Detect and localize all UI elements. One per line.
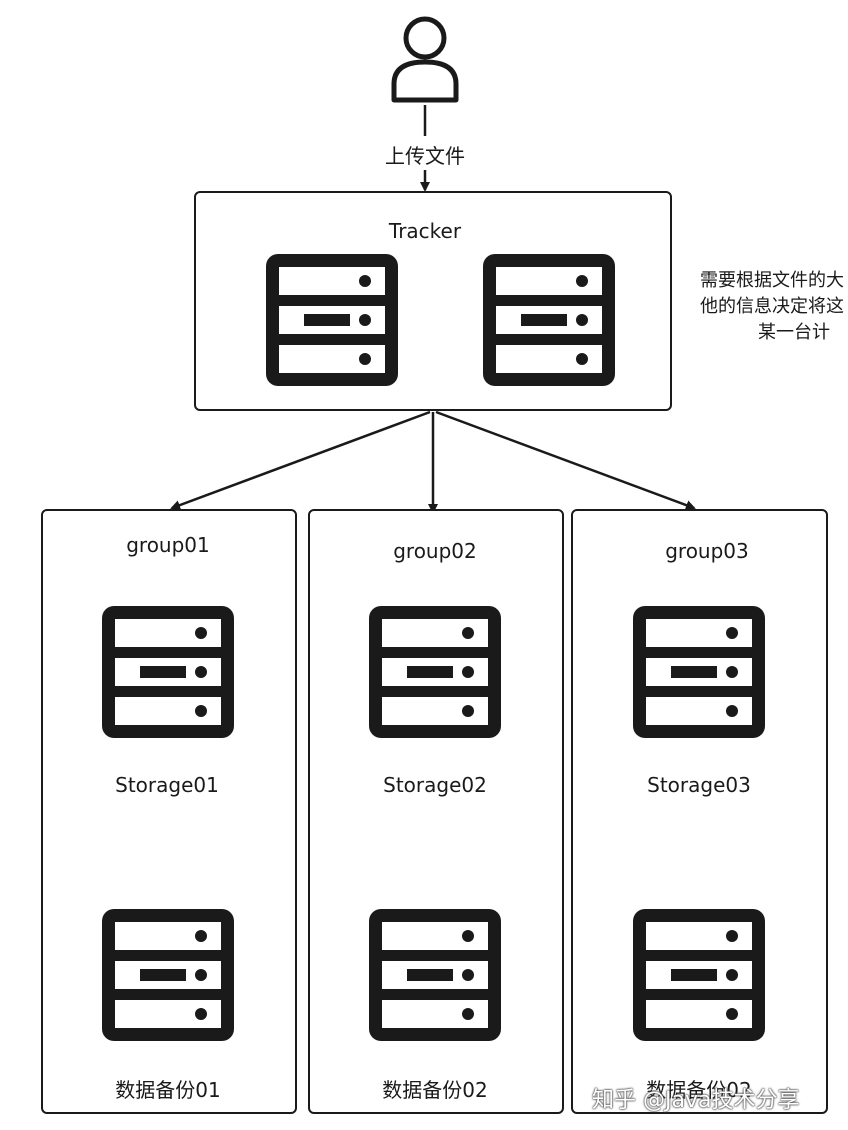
backup03-label: 数据备份02 — [646, 1078, 752, 1102]
storage02-label: Storage02 — [383, 773, 487, 797]
tracker-note-line-2: 他的信息决定将这 — [700, 296, 844, 317]
group03-title: group03 — [665, 539, 749, 563]
storage01-server-icon — [102, 606, 234, 742]
storage02-server-icon — [369, 606, 501, 742]
backup02-server-icon — [369, 909, 501, 1045]
tracker-title: Tracker — [388, 219, 462, 243]
group02-title: group02 — [393, 539, 477, 563]
watermark: 知乎 @Java技术分享 — [592, 1088, 800, 1113]
backup01-server-icon — [102, 909, 234, 1045]
backup02-label: 数据备份02 — [382, 1078, 488, 1102]
tracker-note-line-3: 某一台计 — [758, 322, 830, 343]
tracker-to-group03-arrow — [435, 410, 696, 510]
tracker-to-group01-arrow — [170, 410, 431, 510]
tracker-note: 需要根据文件的大 他的信息决定将这 某一台计 — [682, 268, 848, 346]
backup03-server-icon — [633, 909, 765, 1045]
tracker-server-1-icon — [266, 254, 398, 390]
backup01-label: 数据备份01 — [115, 1078, 221, 1102]
storage01-label: Storage01 — [115, 773, 219, 797]
upload-file-label: 上传文件 — [385, 144, 465, 168]
storage03-server-icon — [633, 606, 765, 742]
user-icon — [391, 16, 459, 103]
group01-title: group01 — [126, 533, 210, 557]
tracker-server-2-icon — [483, 254, 615, 390]
tracker-note-line-1: 需要根据文件的大 — [700, 270, 844, 291]
storage03-label: Storage03 — [647, 773, 751, 797]
